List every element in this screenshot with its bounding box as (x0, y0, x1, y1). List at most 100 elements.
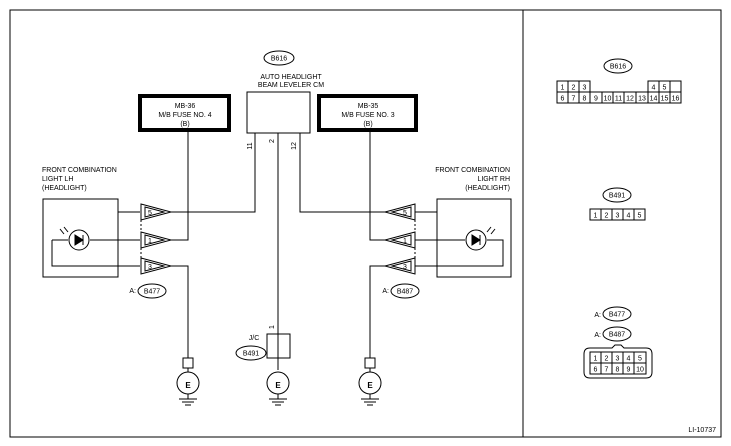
fuse-right-box (321, 98, 414, 128)
wire-lh-pin5 (171, 133, 256, 213)
ecm-title-2: BEAM LEVELER CM (258, 82, 324, 89)
ecm-code: B616 (271, 56, 287, 63)
face-lamp-prefix-2: A: (594, 332, 601, 339)
svg-text:1: 1 (594, 356, 598, 363)
svg-text:4: 4 (627, 356, 631, 363)
ecm-title-1: AUTO HEADLIGHT (260, 74, 322, 81)
jc-pin: 1 (269, 325, 276, 329)
connector-rh-pin5: 5 (383, 203, 416, 221)
ground-mid-icon: E (266, 371, 290, 406)
svg-text:2: 2 (605, 213, 609, 220)
svg-text:5: 5 (403, 210, 407, 217)
svg-text:1: 1 (594, 213, 598, 220)
fuse-right-line2: M/B FUSE NO. 3 (341, 112, 394, 119)
lamp-lh-line2: LIGHT LH (42, 176, 73, 183)
svg-text:10: 10 (636, 367, 644, 374)
svg-text:7: 7 (605, 367, 609, 374)
ground-lh-icon: E (176, 357, 200, 406)
svg-text:15: 15 (661, 96, 669, 103)
lamp-rh-line3: (HEADLIGHT) (465, 185, 510, 192)
jc-code-badge (235, 345, 267, 361)
svg-text:10: 10 (604, 96, 612, 103)
svg-text:11: 11 (615, 96, 622, 103)
svg-text:3: 3 (403, 264, 407, 271)
svg-text:1: 1 (561, 85, 565, 92)
reference-number: LI-10737 (688, 427, 716, 434)
lamp-rh-line1: FRONT COMBINATION (435, 167, 510, 174)
fuse-right-line3: (B) (363, 121, 372, 128)
face-b616: 1 2 3 4 5 6 7 8 9 10 11 12 13 14 15 16 (556, 80, 682, 104)
light-rays-lh-icon (59, 226, 69, 235)
svg-text:13: 13 (638, 96, 646, 103)
svg-text:4: 4 (652, 85, 656, 92)
wire-rh-pin5 (299, 133, 385, 213)
jc-label: J/C (249, 335, 260, 342)
wire-rh-pin1 (369, 132, 385, 241)
svg-text:5: 5 (148, 210, 152, 217)
connector-lh-pin3: 3 (140, 257, 173, 275)
lamp-lh-line3: (HEADLIGHT) (42, 185, 87, 192)
connector-lh-pin1: 1 (140, 231, 173, 249)
connector-rh-pin1: 1 (383, 231, 416, 249)
svg-text:9: 9 (594, 96, 598, 103)
lamp-rh-line2: LIGHT RH (477, 176, 510, 183)
face-lamp-code-1: B477 (609, 312, 625, 319)
svg-text:7: 7 (572, 96, 576, 103)
ecm-box (246, 91, 311, 134)
svg-text:2: 2 (605, 356, 609, 363)
ground-rh-icon: E (358, 357, 382, 406)
svg-text:16: 16 (672, 96, 680, 103)
svg-text:5: 5 (638, 213, 642, 220)
wire-lh-ground (171, 265, 189, 358)
ecm-pin-12: 12 (291, 142, 298, 150)
svg-text:5: 5 (638, 356, 642, 363)
svg-text:8: 8 (583, 96, 587, 103)
svg-text:E: E (275, 381, 281, 390)
svg-text:1: 1 (403, 238, 407, 245)
lamp-lh-conn-code: B477 (144, 289, 160, 296)
face-lamp-badge-1 (602, 306, 632, 322)
wire-lh-pin1 (171, 132, 189, 241)
svg-text:6: 6 (561, 96, 565, 103)
face-lamp-code-2: B487 (609, 332, 625, 339)
face-b616-code: B616 (610, 64, 626, 71)
face-b491: 1 2 3 4 5 (589, 208, 646, 221)
jc-code: B491 (243, 351, 259, 358)
svg-text:3: 3 (616, 213, 620, 220)
connector-lh-pin5: 5 (140, 203, 173, 221)
face-lamp-prefix-1: A: (594, 312, 601, 319)
svg-text:E: E (185, 381, 191, 390)
svg-text:2: 2 (572, 85, 576, 92)
lamp-lh-conn-badge (137, 283, 167, 299)
fuse-left-box (142, 98, 227, 128)
ecm-code-badge (263, 50, 295, 66)
fuse-left-line2: M/B FUSE NO. 4 (158, 112, 211, 119)
svg-text:4: 4 (627, 213, 631, 220)
lamp-rh-conn-code: B487 (397, 289, 413, 296)
light-rays-rh-icon (486, 226, 496, 235)
svg-text:3: 3 (148, 264, 152, 271)
svg-text:E: E (367, 381, 373, 390)
fuse-left-line1: MB-36 (175, 103, 196, 110)
svg-text:14: 14 (650, 96, 658, 103)
svg-text:12: 12 (626, 96, 634, 103)
svg-text:8: 8 (616, 367, 620, 374)
svg-text:3: 3 (583, 85, 587, 92)
svg-text:5: 5 (663, 85, 667, 92)
diode-lh-icon (74, 234, 84, 246)
svg-text:6: 6 (594, 367, 598, 374)
face-lamp: 1 2 3 4 5 6 7 8 9 10 (583, 344, 653, 379)
lamp-rh-conn-badge (390, 283, 420, 299)
svg-text:3: 3 (616, 356, 620, 363)
fuse-left-line3: (B) (180, 121, 189, 128)
svg-text:9: 9 (627, 367, 631, 374)
lamp-lh-conn-prefix: A: (129, 288, 136, 295)
lamp-rh-conn-prefix: A: (382, 288, 389, 295)
ecm-pin-11: 11 (247, 142, 254, 149)
connector-rh-pin3: 3 (383, 257, 416, 275)
face-b491-code: B491 (609, 193, 625, 200)
diode-rh-icon (471, 234, 481, 246)
ecm-pin-2: 2 (269, 139, 276, 143)
wire-rh-ground (369, 265, 385, 358)
face-b616-badge (603, 58, 633, 74)
